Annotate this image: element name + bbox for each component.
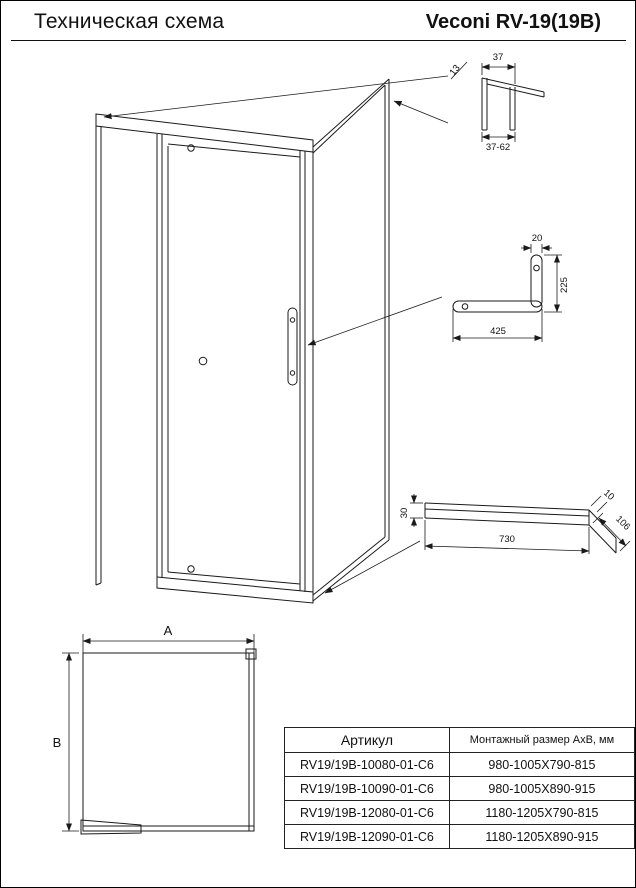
dim-225-label: 225 [559, 277, 570, 293]
dim-30-label: 30 [399, 508, 410, 519]
table-row: RV19/19B-10090-01-C6 980-1005X890-915 [284, 776, 635, 801]
article-cell: RV19/19B-10080-01-C6 [284, 752, 450, 777]
dim-425-label: 425 [490, 326, 506, 337]
plan-wall-profile-mark [245, 648, 257, 660]
size-cell: 980-1005X790-815 [448, 752, 635, 777]
door-knob [198, 356, 208, 366]
col-header-size: Монтажный размер АхВ, мм [448, 727, 635, 753]
dim-37-label: 37 [493, 52, 504, 63]
dim-20-label: 20 [532, 233, 543, 244]
page-title: Техническая схема [34, 10, 225, 33]
table-row: RV19/19B-12090-01-C6 1180-1205X890-915 [284, 824, 635, 849]
detail-tray: 30 730 10 106 [399, 488, 632, 554]
dim-730-label: 730 [499, 534, 515, 545]
detail-wall-profile: 37 13 37-62 [447, 52, 545, 153]
model-name: Veconi RV-19(19B) [425, 11, 601, 33]
door-pivot-bottom [187, 565, 195, 573]
col-header-article: Артикул [284, 727, 450, 753]
plan-fixed-panel-mark [80, 819, 142, 835]
article-cell: RV19/19B-12090-01-C6 [284, 824, 450, 849]
article-cell: RV19/19B-12080-01-C6 [284, 800, 450, 825]
dim-10-label: 10 [601, 488, 616, 503]
main-enclosure-drawing [95, 78, 390, 604]
dim-106-label: 106 [613, 514, 632, 533]
table-header-row: Артикул Монтажный размер АхВ, мм [284, 727, 635, 753]
bottom-sill-bar [156, 576, 314, 604]
size-cell: 980-1005X890-915 [448, 776, 635, 801]
top-profile-bar [95, 113, 314, 153]
door-handle [287, 307, 298, 386]
size-cell: 1180-1205X790-815 [448, 800, 635, 825]
dim-B-label: B [53, 735, 62, 750]
article-cell: RV19/19B-10090-01-C6 [284, 776, 450, 801]
table-row: RV19/19B-12080-01-C6 1180-1205X790-815 [284, 800, 635, 825]
table-row: RV19/19B-10080-01-C6 980-1005X790-815 [284, 752, 635, 777]
leader-lines [103, 75, 449, 594]
dim-A-label: A [164, 623, 173, 638]
detail-handle: 20 225 425 [452, 233, 570, 342]
dim-13-label: 13 [447, 63, 462, 78]
plan-view: A B [53, 623, 257, 835]
size-table: Артикул Монтажный размер АхВ, мм RV19/19… [284, 727, 635, 849]
size-cell: 1180-1205X890-915 [448, 824, 635, 849]
header-divider [11, 40, 626, 41]
dim-37-62-label: 37-62 [486, 142, 510, 153]
page-header: Техническая схема Veconi RV-19(19B) [34, 10, 601, 34]
door-pivot-top [187, 144, 195, 152]
